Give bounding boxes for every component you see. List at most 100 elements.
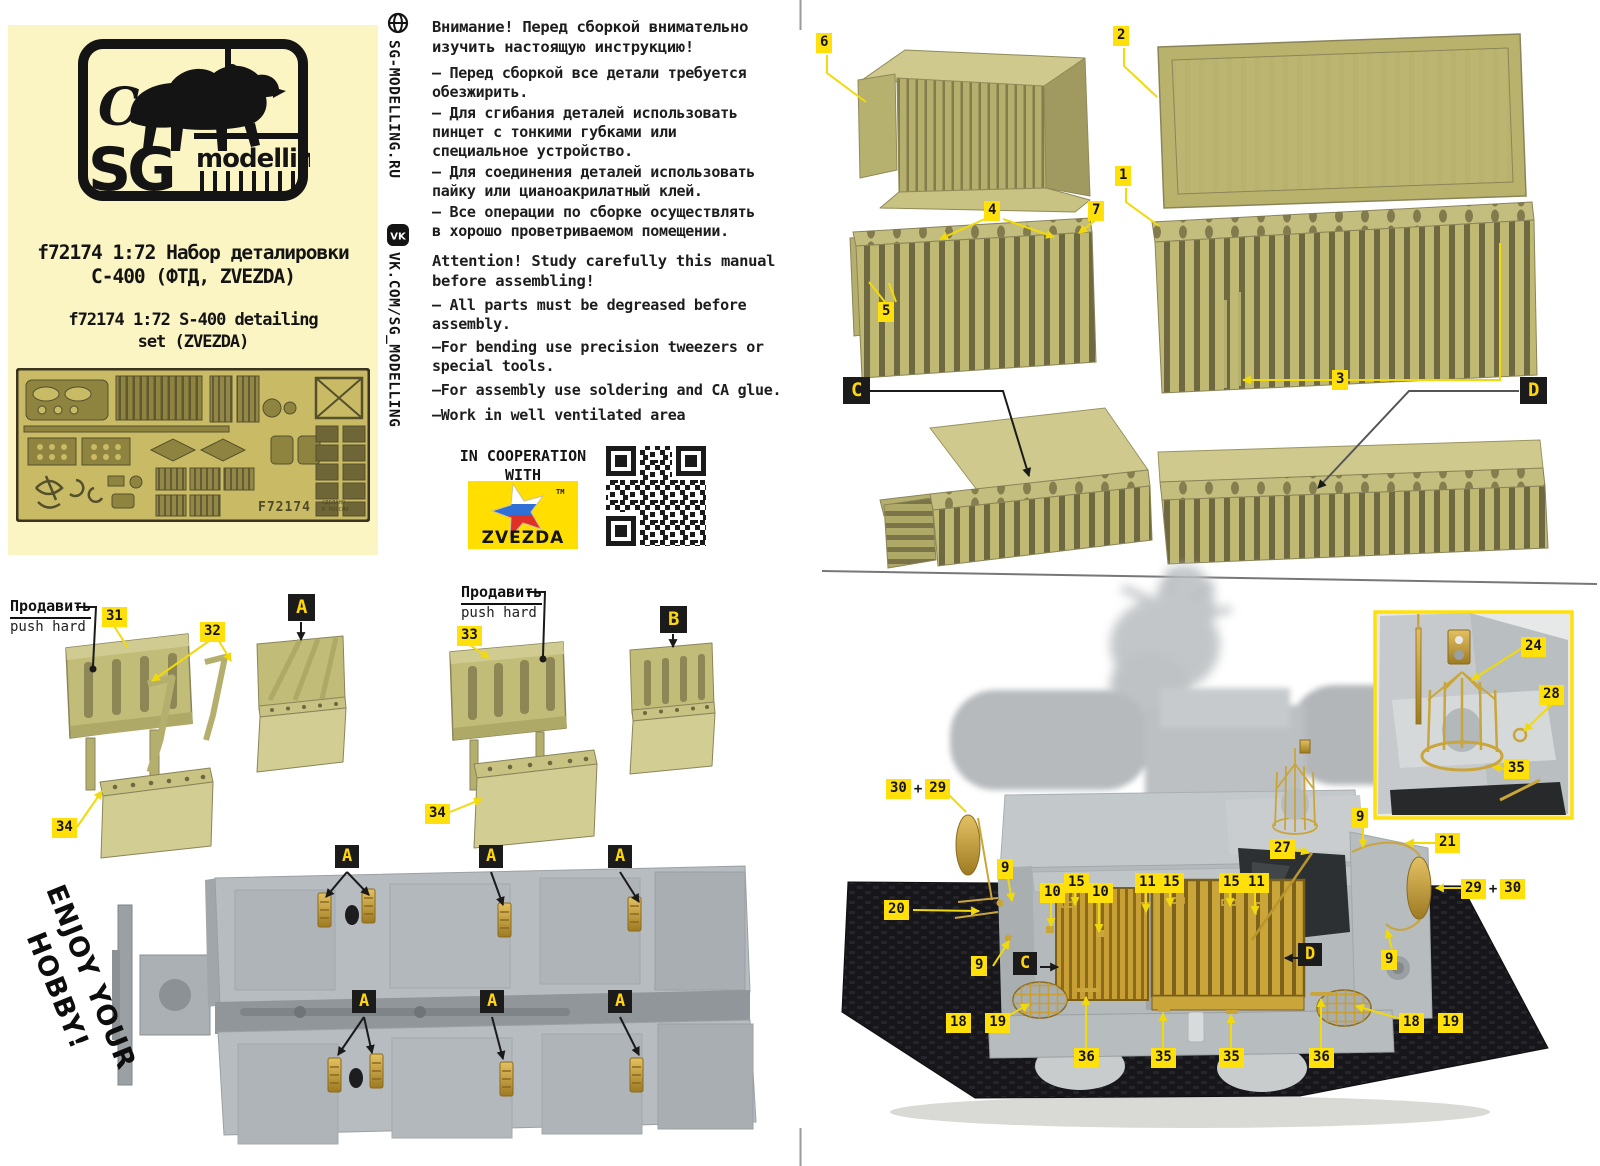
callout-11-a: 11 (1135, 873, 1160, 893)
callout-5: 5 (878, 302, 895, 322)
callout-32: 32 (200, 622, 225, 642)
chassis-photo (112, 865, 757, 1145)
sg-modelling-logo: C.T. SG modelling (78, 39, 310, 205)
callout-24: 24 (1521, 637, 1546, 657)
assembly-d-render (1157, 439, 1549, 565)
callout-letter-c-top: C (843, 377, 871, 404)
photo-etch-fret-photo: F72174 СДЕЛАНО В РОССИИ (16, 368, 370, 522)
globe-icon (387, 12, 409, 34)
callout-10-a: 10 (1040, 883, 1065, 903)
flap-diagram-2 (449, 641, 716, 849)
instructions-ru-item-3: — Для соединения деталей использовать па… (432, 163, 756, 201)
product-title-ru: f72174 1:72 Набор деталировки С-400 (ФТД… (37, 241, 349, 289)
sidebar-vk-url: VK.COM/SG_MODELLING (385, 252, 402, 428)
callout-34-1: 34 (52, 818, 77, 838)
zvezda-tm: TM (556, 488, 564, 496)
callout-letter-c-truck: C (1013, 952, 1038, 975)
part-6-render (857, 49, 1091, 213)
callout-10-b: 10 (1088, 883, 1113, 903)
callout-31: 31 (102, 607, 127, 627)
push-hard-ru-2: Продавить (461, 584, 543, 605)
callout-15-a: 15 (1064, 873, 1089, 893)
callout-18-plus-19-left: 18+19 (946, 1013, 1011, 1033)
callout-a-chassis-3: A (608, 845, 633, 868)
callout-a-chassis-4: A (352, 990, 377, 1013)
callout-27: 27 (1270, 839, 1295, 859)
sidebar-site-url: SG-MODELLING.RU (385, 40, 402, 179)
push-hard-ru-1: Продавить (10, 598, 92, 619)
brass-details (954, 739, 1432, 1014)
leader-lines-black (76, 390, 1519, 1061)
callout-11-b: 11 (1244, 873, 1269, 893)
callout-36-b: 36 (1309, 1048, 1334, 1068)
headlight-mesh-left (1013, 982, 1067, 1018)
callout-a-chassis-6: A (608, 990, 633, 1013)
logo-sg: SG (88, 135, 172, 205)
callout-30-plus-29: 30+29 (886, 779, 951, 799)
callout-6: 6 (816, 33, 833, 53)
fret-madein-1: СДЕЛАНО (322, 500, 345, 506)
vk-icon: VK (387, 224, 409, 246)
antenna-27 (1250, 852, 1314, 941)
flap-diagram-1 (65, 633, 347, 859)
callout-letter-d-truck: D (1298, 943, 1323, 966)
mirror-right (1406, 856, 1432, 920)
callout-28: 28 (1539, 685, 1564, 705)
instructions-ru-heading: Внимание! Перед сборкой внимательно изуч… (432, 18, 749, 56)
assembly-c-render (879, 407, 1153, 569)
cooperation-label: IN COOPERATION WITH (459, 447, 587, 484)
callout-3: 3 (1332, 370, 1349, 390)
callout-a-chassis-5: A (480, 990, 505, 1013)
zvezda-logo: TM ZVEZDA (468, 481, 578, 549)
callout-9-a: 9 (997, 859, 1014, 879)
ring-28 (1512, 727, 1528, 743)
instructions-en-item-1: — All parts must be degreased before ass… (432, 296, 747, 334)
fret-code: F72174 (258, 500, 311, 515)
leader-lines-yellow (76, 48, 1552, 1048)
zvezda-wordmark: ZVEZDA (482, 528, 565, 548)
logo-initials: C.T. (98, 77, 207, 138)
mirror-left (955, 814, 981, 876)
instructions-en-item-2: —For bending use precision tweezers or s… (432, 338, 764, 376)
callout-35-b: 35 (1219, 1048, 1244, 1068)
instructions-en-item-3: —For assembly use soldering and CA glue. (432, 381, 782, 399)
callout-2: 2 (1113, 26, 1130, 46)
callout-a-chassis-1: A (335, 845, 360, 868)
callout-35-a: 35 (1151, 1048, 1176, 1068)
fret-flap-plates (315, 425, 366, 517)
instructions-ru-item-1: — Перед сборкой все детали требуется обе… (432, 64, 747, 102)
truck-photo (841, 565, 1574, 1128)
callout-9-c: 9 (1352, 808, 1369, 828)
callout-9-b: 9 (971, 956, 988, 976)
instructions-en-item-4: —Work in well ventilated area (432, 406, 686, 424)
callout-7: 7 (1088, 201, 1105, 221)
logo-comb (200, 171, 295, 195)
callout-20: 20 (884, 900, 909, 920)
instructions-en-heading: Attention! Study carefully this manual b… (432, 252, 776, 290)
callout-35-inset: 35 (1504, 759, 1529, 779)
instructions-ru-item-2: — Для сгибания деталей использовать пинц… (432, 104, 738, 161)
callout-1: 1 (1115, 166, 1132, 186)
callout-21: 21 (1435, 833, 1460, 853)
qr-code (600, 440, 712, 552)
product-header-box: C.T. SG modelling f72174 1:72 Набор дета… (8, 25, 378, 555)
part-4-7-5-render (849, 217, 1097, 379)
callout-a-chassis-2: A (479, 845, 504, 868)
svg-text:VK: VK (390, 232, 407, 243)
push-hard-en-2: push hard (461, 605, 537, 621)
bear-silhouette (130, 64, 286, 151)
callout-9-d: 9 (1381, 950, 1398, 970)
callout-15-b: 15 (1159, 873, 1184, 893)
callout-letter-d-top: D (1520, 377, 1548, 404)
instructions-ru-item-4: — Все операции по сборке осуществлять в … (432, 203, 756, 241)
callout-15-c: 15 (1219, 873, 1244, 893)
callout-letter-b: B (660, 606, 688, 633)
fret-madein-2: В РОССИИ (322, 507, 349, 513)
callout-letter-a-1: A (288, 594, 316, 621)
logo-modelling: modelling (196, 144, 310, 174)
callout-18-plus-19-right: 18+19 (1399, 1013, 1464, 1033)
page-divider-marks (799, 0, 1598, 1166)
qr-finder-patterns (604, 444, 708, 548)
callout-4: 4 (984, 201, 1001, 221)
